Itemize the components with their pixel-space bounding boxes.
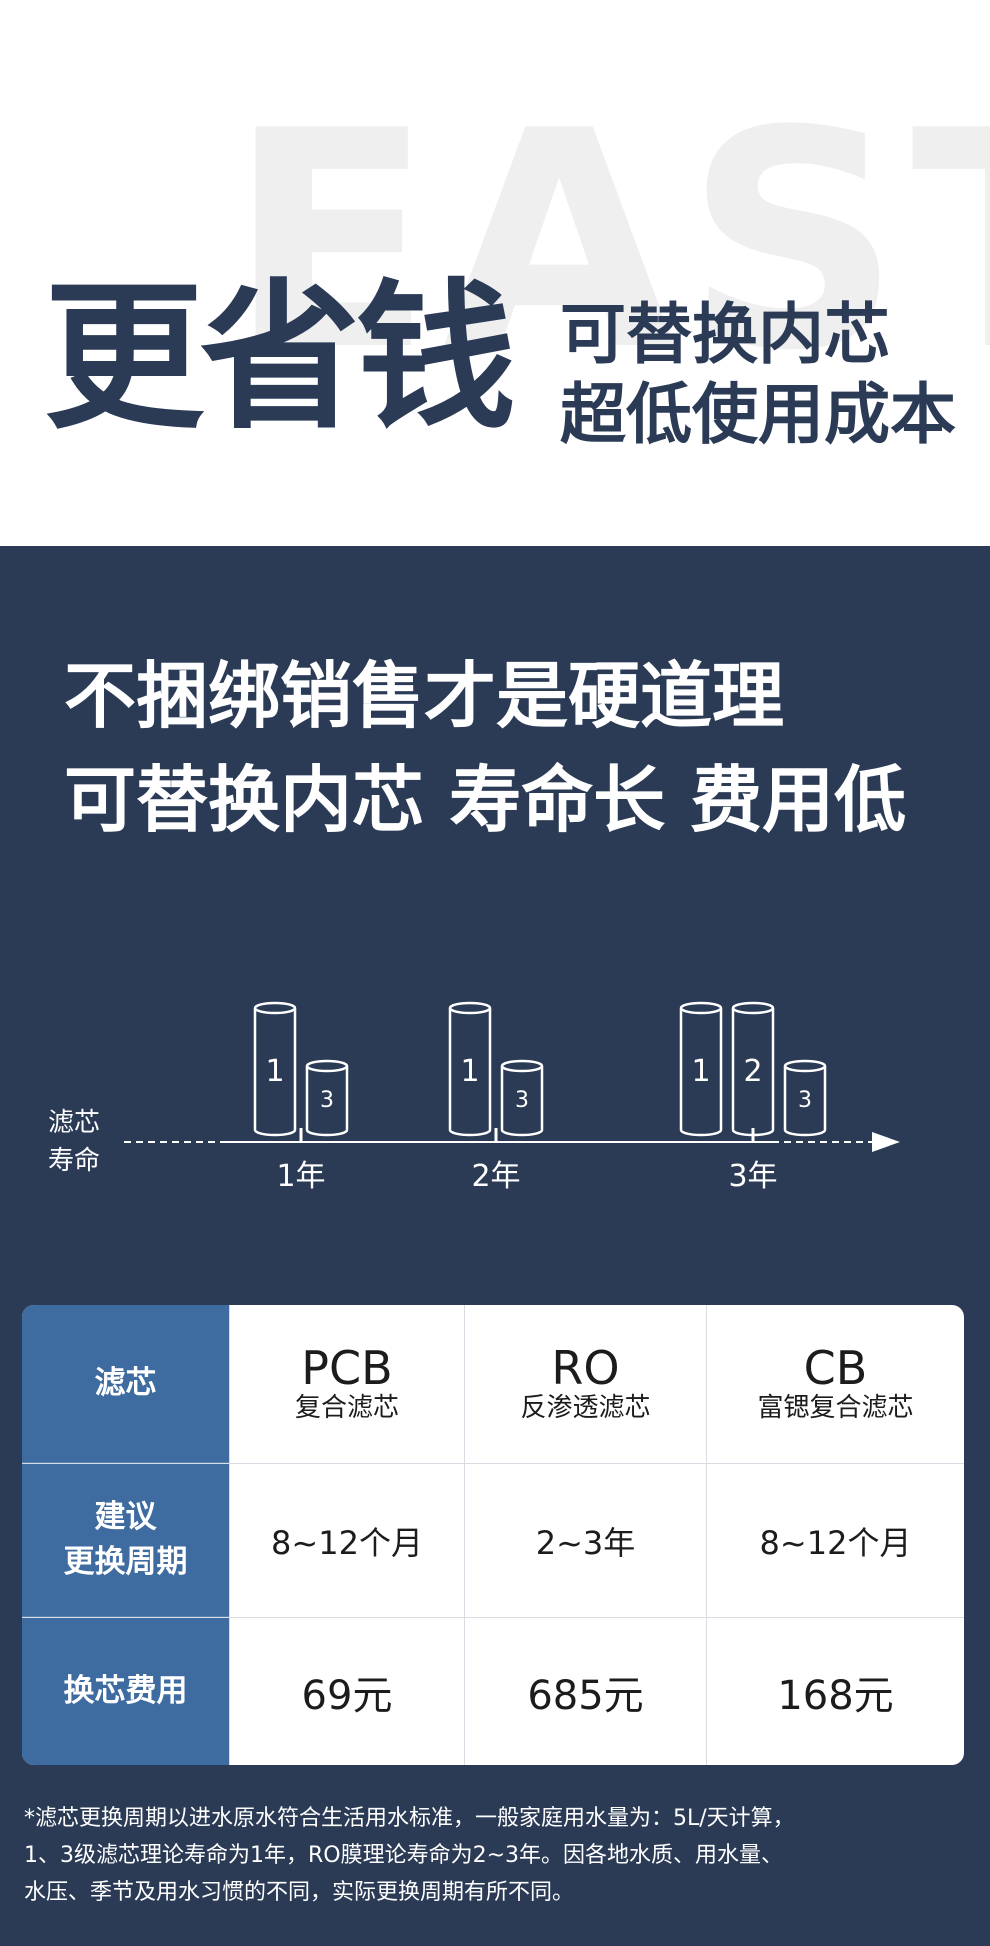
timeline-arrow-icon xyxy=(872,1132,900,1152)
filter-number-label: 1 xyxy=(691,1054,710,1089)
filter-number-label: 3 xyxy=(798,1088,812,1113)
timeline-axis-title-line2: 寿命 xyxy=(48,1146,101,1176)
filter-number-label: 3 xyxy=(320,1088,334,1113)
replacement-cost: 69元 xyxy=(301,1672,393,1719)
table-cell-ro-name: RO 反渗透滤芯 xyxy=(464,1305,706,1463)
hero-subtitle-line2: 超低使用成本 xyxy=(560,376,956,453)
filter-code: CB xyxy=(803,1341,868,1396)
footnote-line2: 1、3级滤芯理论寿命为1年，RO膜理论寿命为2~3年。因各地水质、用水量、 xyxy=(24,1843,784,1868)
row-header-period: 建议 更换周期 xyxy=(22,1464,229,1617)
table-row-period: 建议 更换周期 8~12个月 2~3年 8~12个月 xyxy=(22,1463,964,1617)
filter-number-label: 2 xyxy=(743,1054,762,1089)
filter-cylinder-icon: 3 xyxy=(500,1059,544,1137)
table-cell-pcb-name: PCB 复合滤芯 xyxy=(229,1305,464,1463)
replacement-period: 8~12个月 xyxy=(759,1523,912,1562)
timeline-year-label: 1年 xyxy=(276,1159,326,1194)
filter-description: 复合滤芯 xyxy=(294,1392,399,1423)
timeline-year-label: 2年 xyxy=(471,1159,521,1194)
replacement-cost: 685元 xyxy=(527,1672,644,1719)
timeline-axis-title-line1: 滤芯 xyxy=(48,1108,101,1138)
filter-cylinder-icon: 2 xyxy=(731,1001,775,1137)
table-cell-ro-period: 2~3年 xyxy=(464,1464,706,1617)
table-cell-pcb-cost: 69元 xyxy=(229,1618,464,1765)
filter-number-label: 1 xyxy=(265,1054,284,1089)
footnote-line1: *滤芯更换周期以进水原水符合生活用水标准，一般家庭用水量为：5L/天计算， xyxy=(24,1806,795,1831)
timeline-year-label: 3年 xyxy=(728,1159,778,1194)
replacement-period: 8~12个月 xyxy=(271,1523,423,1562)
filter-cylinder-icon: 3 xyxy=(305,1059,349,1137)
filter-number-label: 1 xyxy=(460,1054,479,1089)
row-header-filter: 滤芯 xyxy=(22,1305,229,1463)
filter-code: RO xyxy=(551,1341,620,1396)
table-cell-cb-name: CB 富锶复合滤芯 xyxy=(706,1305,964,1463)
filter-description: 反渗透滤芯 xyxy=(520,1392,651,1423)
table-row-cost: 换芯费用 69元 685元 168元 xyxy=(22,1617,964,1765)
table-cell-ro-cost: 685元 xyxy=(464,1618,706,1765)
hero-watermark: EAST xyxy=(228,67,990,416)
filter-description: 富锶复合滤芯 xyxy=(757,1392,914,1423)
replacement-period: 2~3年 xyxy=(535,1523,636,1562)
table-cell-cb-cost: 168元 xyxy=(706,1618,964,1765)
filter-cylinder-icon: 1 xyxy=(679,1001,723,1137)
row-header-period-line1: 建议 xyxy=(94,1499,157,1536)
footnote-line3: 水压、季节及用水习惯的不同，实际更换周期有所不同。 xyxy=(24,1880,575,1905)
row-header-cost: 换芯费用 xyxy=(22,1618,229,1765)
filter-cylinder-icon: 3 xyxy=(783,1059,827,1137)
replacement-cost: 168元 xyxy=(777,1672,894,1719)
row-header-period-line2: 更换周期 xyxy=(63,1544,188,1580)
row-header-filter-label: 滤芯 xyxy=(94,1365,157,1402)
hero-subtitle-line1: 可替换内芯 xyxy=(560,296,890,373)
filter-comparison-table: 滤芯 PCB 复合滤芯 RO 反渗透滤芯 CB 富锶复合滤芯 建议 更换周期 8… xyxy=(22,1305,964,1765)
filter-cylinder-icon: 1 xyxy=(253,1001,297,1137)
hero-main-title: 更省钱 xyxy=(44,264,516,451)
table-row-filter: 滤芯 PCB 复合滤芯 RO 反渗透滤芯 CB 富锶复合滤芯 xyxy=(22,1305,964,1463)
headline-line1: 不捆绑销售才是硬道理 xyxy=(64,654,785,738)
hero-banner: EAST 更省钱 可替换内芯 超低使用成本 xyxy=(0,0,990,546)
table-cell-pcb-period: 8~12个月 xyxy=(229,1464,464,1617)
row-header-cost-label: 换芯费用 xyxy=(63,1673,188,1710)
filter-cylinder-icon: 1 xyxy=(448,1001,492,1137)
filter-number-label: 3 xyxy=(515,1088,529,1113)
headline-line2: 可替换内芯 寿命长 费用低 xyxy=(64,758,907,842)
table-cell-cb-period: 8~12个月 xyxy=(706,1464,964,1617)
filter-code: PCB xyxy=(301,1341,393,1396)
